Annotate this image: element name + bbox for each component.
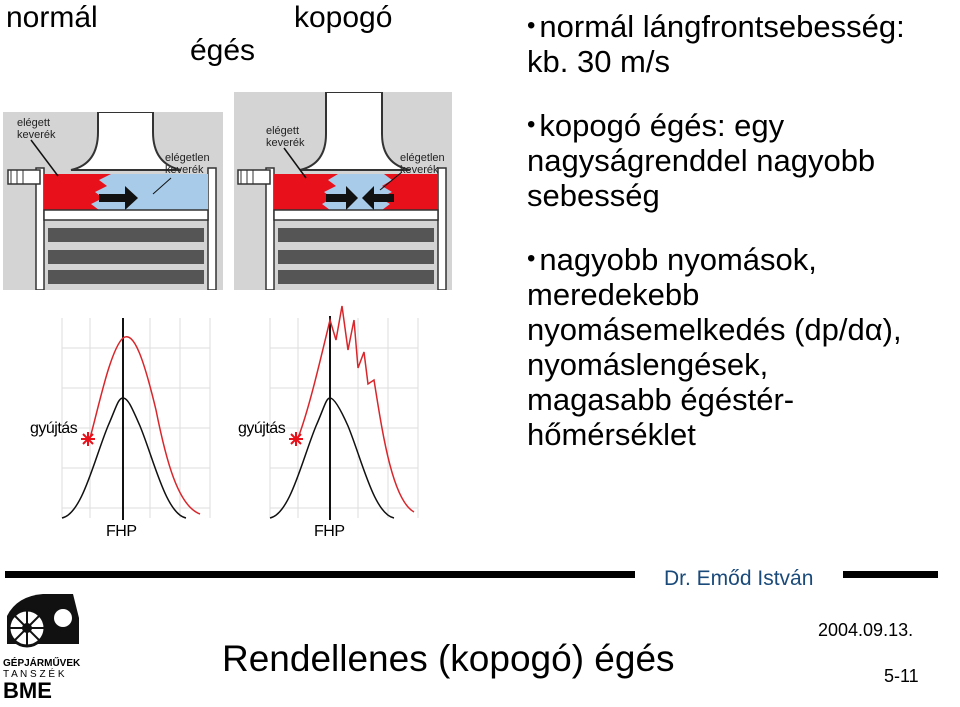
pressure-plot-normal: gyújtás FHP (30, 300, 230, 550)
pressure-plot-knock: gyújtás FHP (238, 300, 438, 550)
slide-number: 5-11 (884, 666, 919, 686)
normal-pressure-curve (269, 397, 395, 519)
knock-pressure-curve (297, 305, 415, 513)
unburned-mixture-label: elégetlen (400, 152, 445, 164)
unburned-mixture-label: elégetlen (165, 152, 210, 164)
burned-mixture-label: elégett (17, 117, 51, 129)
footer-rule-right (843, 571, 938, 578)
combustion-pressure-curve (89, 335, 201, 515)
bullet-item: •normál lángfrontsebesség: kb. 30 m/s (527, 9, 905, 79)
logo-line-3: BME (3, 678, 52, 703)
tdc-label: FHP (106, 523, 137, 540)
engine-knock-diagram: elégett keverék elégetlen keverék (234, 92, 452, 290)
ignition-marker (289, 432, 303, 446)
tdc-label: FHP (314, 523, 345, 540)
slide-date: 2004.09.13. (818, 620, 914, 640)
normal-label: normál (6, 1, 98, 34)
bme-logo: GÉPJÁRMŰVEK T A N S Z É K BME (3, 588, 81, 706)
combustion-label: égés (190, 34, 256, 67)
knock-label: kopogó (294, 1, 393, 34)
bullet-item: •nagyobb nyomások, meredekebb nyomásemel… (527, 242, 902, 452)
burned-mixture-label: elégett (266, 125, 300, 137)
car-wheel-icon (7, 594, 79, 648)
bullet-item: •kopogó égés: egy nagyságrenddel nagyobb… (527, 108, 876, 213)
ignition-label: gyújtás (30, 420, 78, 437)
engine-normal-diagram: elégett keverék elégetlen keverék (3, 112, 223, 290)
footer-rule-left (5, 571, 635, 578)
logo-line-2: T A N S Z É K (3, 669, 65, 680)
ignition-marker (81, 432, 95, 446)
logo-line-1: GÉPJÁRMŰVEK (3, 658, 81, 669)
normal-pressure-curve (61, 397, 187, 519)
bullet-list: •normál lángfrontsebesség: kb. 30 m/s •k… (527, 8, 952, 480)
slide-title: Rendellenes (kopogó) égés (222, 638, 675, 679)
author-name: Dr. Emőd István (664, 567, 814, 590)
ignition-label: gyújtás (238, 420, 286, 437)
